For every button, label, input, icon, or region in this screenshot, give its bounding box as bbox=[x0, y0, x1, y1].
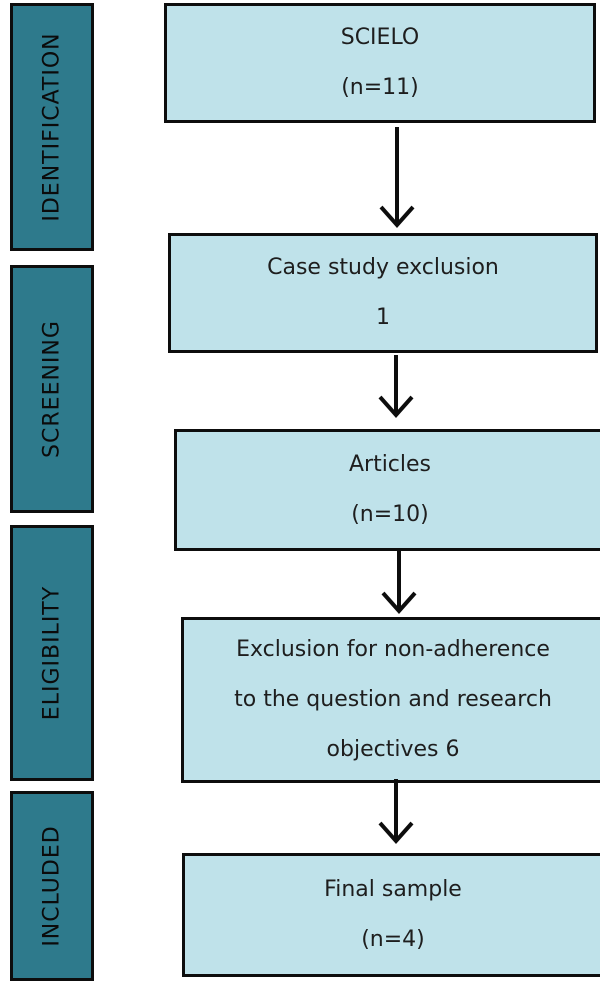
phase-label: IDENTIFICATION bbox=[39, 32, 65, 222]
phase-eligibility: ELIGIBILITY bbox=[10, 525, 94, 781]
box-title: SCIELO bbox=[340, 24, 420, 50]
box-scielo: SCIELO (n=11) bbox=[164, 3, 596, 123]
box-count: (n=4) bbox=[361, 927, 425, 952]
box-title: Articles bbox=[348, 451, 432, 477]
phase-label: ELIGIBILITY bbox=[39, 585, 65, 721]
arrow-down-icon bbox=[378, 779, 414, 845]
prisma-flow-diagram: IDENTIFICATION SCREENING ELIGIBILITY INC… bbox=[10, 3, 600, 981]
box-count: (n=10) bbox=[351, 502, 429, 527]
phase-label: SCREENING bbox=[39, 320, 65, 458]
box-text-line: to the question and research bbox=[234, 687, 552, 712]
box-text-line: Exclusion for non-adherence bbox=[236, 637, 550, 662]
box-final-sample: Final sample (n=4) bbox=[182, 853, 600, 977]
box-title: Case study exclusion bbox=[267, 254, 499, 280]
arrow-down-icon bbox=[378, 355, 414, 419]
box-title: Final sample bbox=[324, 876, 462, 902]
box-count: (n=11) bbox=[341, 75, 419, 100]
box-articles: Articles (n=10) bbox=[174, 429, 600, 551]
phase-screening: SCREENING bbox=[10, 265, 94, 513]
box-case-study-exclusion: Case study exclusion 1 bbox=[168, 233, 598, 353]
box-exclusion-non-adherence: Exclusion for non-adherence to the quest… bbox=[181, 617, 600, 783]
arrow-down-icon bbox=[381, 551, 417, 615]
box-text-line: objectives 6 bbox=[326, 737, 460, 762]
arrow-down-icon bbox=[379, 127, 415, 229]
phase-included: INCLUDED bbox=[10, 791, 94, 981]
phase-label: INCLUDED bbox=[39, 825, 65, 947]
phase-identification: IDENTIFICATION bbox=[10, 3, 94, 251]
box-count: 1 bbox=[376, 305, 390, 330]
